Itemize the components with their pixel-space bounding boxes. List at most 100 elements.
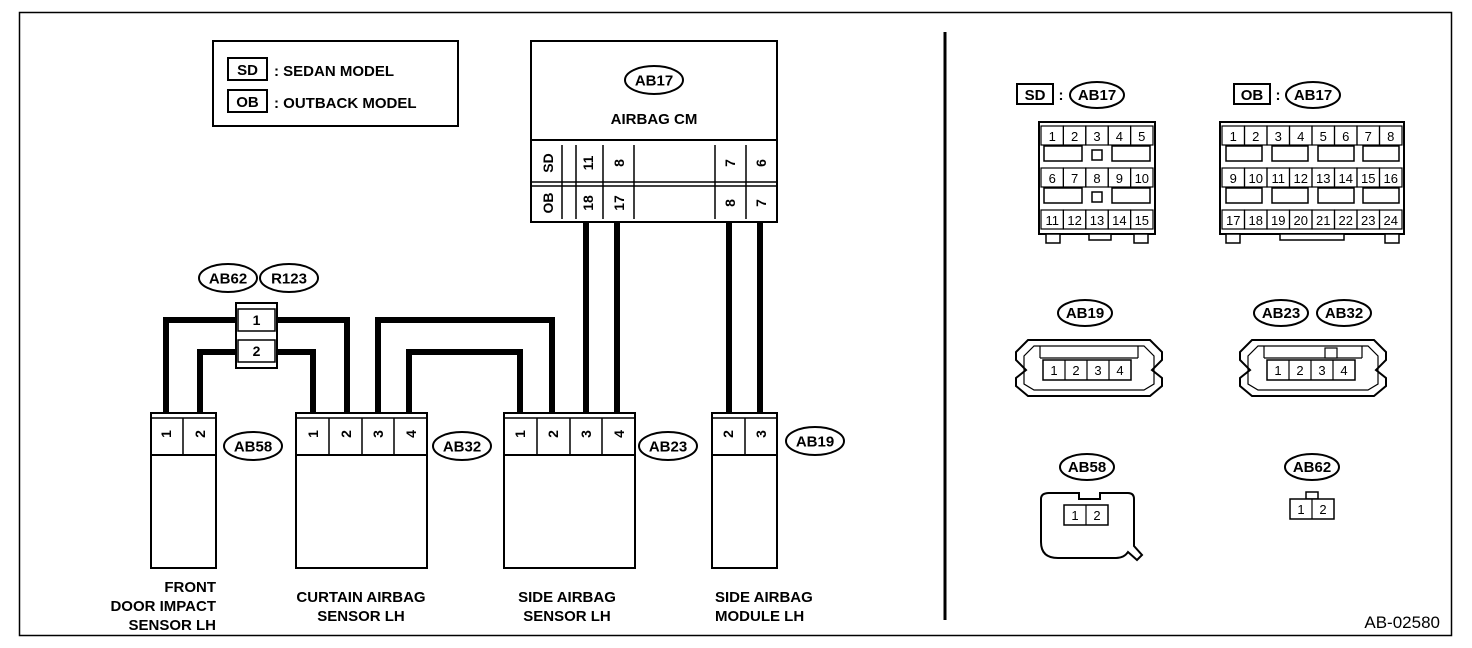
ob-ab17-pin-number: 20 xyxy=(1294,213,1308,228)
ab19-connector-view: AB19 1 2 3 4 xyxy=(1015,299,1163,397)
ob-ab17-pin-number: 14 xyxy=(1339,171,1353,186)
ab58-view-name: AB58 xyxy=(1068,459,1106,476)
ab32-label-line: CURTAIN AIRBAG xyxy=(296,589,425,606)
side-airbag-sensor: 1 2 3 4 AB23 SIDE AIRBAG SENSOR LH xyxy=(503,412,698,625)
cm-sd-pin: 8 xyxy=(611,159,627,167)
cm-sd-pin: 7 xyxy=(722,159,738,167)
ab19-view-pin: 3 xyxy=(1094,363,1101,378)
ab23-label-line: SIDE AIRBAG xyxy=(518,589,616,606)
harness-wires xyxy=(163,222,763,414)
sd-ab17-pin-cell xyxy=(1129,209,1154,230)
sd-ab17-pin-number: 10 xyxy=(1135,171,1149,186)
ob-ab17-pin-cell xyxy=(1378,209,1403,230)
ab58-connector-view: AB58 1 2 xyxy=(1040,453,1144,562)
sd-ab17-pin-number: 15 xyxy=(1135,213,1149,228)
cm-sd-pin: 6 xyxy=(753,159,769,167)
ab32-pin: 1 xyxy=(305,430,321,438)
ob-ab17-sep: : xyxy=(1276,87,1281,104)
ob-ab17-pin-number: 9 xyxy=(1230,171,1237,186)
figure-id: AB-02580 xyxy=(1364,613,1440,632)
ob-ab17-pin-number: 22 xyxy=(1339,213,1353,228)
ob-ab17-pin-number: 16 xyxy=(1384,171,1398,186)
wire-ab32-4-to-ab23-1 xyxy=(406,349,523,414)
ab58-pin: 1 xyxy=(158,430,174,438)
ab23-label-line: SENSOR LH xyxy=(523,608,611,625)
ab62-name: AB62 xyxy=(209,271,247,288)
cm-connector-name: AB17 xyxy=(635,73,673,90)
side-airbag-module: 2 3 AB19 SIDE AIRBAG MODULE LH xyxy=(711,412,845,625)
ob-ab17-pin-number: 7 xyxy=(1365,129,1372,144)
ob-ab17-pin-number: 23 xyxy=(1361,213,1375,228)
ob-ab17-pin-number: 10 xyxy=(1249,171,1263,186)
ab62-connector-view: AB62 1 2 xyxy=(1284,453,1340,520)
ab62-view-pin: 2 xyxy=(1319,502,1326,517)
legend-ob-label: : OUTBACK MODEL xyxy=(274,95,417,112)
ob-ab17-pin-number: 8 xyxy=(1387,129,1394,144)
ab23-name: AB23 xyxy=(649,439,687,456)
cm-label: AIRBAG CM xyxy=(611,111,698,128)
ob-ab17-pin-number: 6 xyxy=(1342,129,1349,144)
wire-ab62-2-to-ab32-1 xyxy=(277,349,316,414)
ab23-pin: 4 xyxy=(611,430,627,438)
ab32-pin: 4 xyxy=(403,430,419,438)
ab23-view-pin: 3 xyxy=(1318,363,1325,378)
sd-ab17-pin-number: 8 xyxy=(1093,171,1100,186)
wire-ab62-2-to-ab58-2 xyxy=(197,349,236,414)
cm-row-ob-model: OB xyxy=(540,193,556,214)
model-legend: SD : SEDAN MODEL OB : OUTBACK MODEL xyxy=(212,40,459,127)
ab32-label-line: SENSOR LH xyxy=(317,608,405,625)
legend-ob-code: OB xyxy=(236,94,259,111)
sd-ab17-pin-number: 11 xyxy=(1045,213,1059,228)
ab58-label-line: DOOR IMPACT xyxy=(110,598,216,615)
ob-ab17-pin-number: 18 xyxy=(1249,213,1263,228)
ob-ab17-pin-number: 4 xyxy=(1297,129,1304,144)
ab23-view-pin: 1 xyxy=(1274,363,1281,378)
cm-row-sd-model: SD xyxy=(540,153,556,172)
ab62-pin: 2 xyxy=(253,343,261,359)
sd-ab17-pin-number: 1 xyxy=(1049,129,1056,144)
ab19-view-pin: 4 xyxy=(1116,363,1123,378)
ab19-view-pin: 1 xyxy=(1050,363,1057,378)
ob-ab17-pin-cell xyxy=(1378,125,1403,146)
ab19-pin: 3 xyxy=(753,430,769,438)
ab58-view-pin: 2 xyxy=(1093,508,1100,523)
ab58-label-line: SENSOR LH xyxy=(128,617,216,634)
legend-sd-box xyxy=(227,57,268,81)
ab32-name: AB32 xyxy=(443,439,481,456)
legend-sd-label: : SEDAN MODEL xyxy=(274,63,394,80)
sd-ab17-pin-number: 3 xyxy=(1093,129,1100,144)
ab62-pin: 1 xyxy=(253,312,261,328)
legend-ob-box xyxy=(227,89,268,113)
front-door-impact-sensor: 1 2 AB58 FRONT DOOR IMPACT SENSOR LH xyxy=(110,412,283,634)
ab23-view-pin: 4 xyxy=(1340,363,1347,378)
ob-ab17-pin-number: 13 xyxy=(1316,171,1330,186)
ob-ab17-pin-number: 21 xyxy=(1316,213,1330,228)
curtain-airbag-sensor: 1 2 3 4 AB32 CURTAIN AIRBAG SENSOR LH xyxy=(295,412,492,625)
wire-ab62-1-to-ab58-1 xyxy=(163,317,236,414)
ab23-view-name: AB23 xyxy=(1262,305,1300,322)
ob-ab17-model: OB xyxy=(1241,87,1264,104)
sd-ab17-pin-number: 12 xyxy=(1067,213,1081,228)
wire-ab62-1-to-ab32-2 xyxy=(277,317,350,414)
ob-ab17-pin-number: 3 xyxy=(1275,129,1282,144)
ab19-pin: 2 xyxy=(720,430,736,438)
sd-ab17-name: AB17 xyxy=(1078,87,1116,104)
diagram-frame xyxy=(18,11,1453,637)
ab58-label-line: FRONT xyxy=(164,579,216,596)
ab19-name: AB19 xyxy=(796,434,834,451)
ab62-r123-connector: 1 2 AB62 R123 xyxy=(198,263,319,369)
ob-ab17-pin-number: 24 xyxy=(1384,213,1398,228)
sd-ab17-pin-number: 6 xyxy=(1049,171,1056,186)
ob-ab17-pin-number: 1 xyxy=(1230,129,1237,144)
ob-ab17-pin-number: 17 xyxy=(1226,213,1240,228)
cm-ob-pin: 18 xyxy=(580,195,596,211)
ab58-pin: 2 xyxy=(192,430,208,438)
ab19-label-line: SIDE AIRBAG xyxy=(715,589,813,606)
cm-ob-pin: 17 xyxy=(611,195,627,211)
ob-ab17-pin-number: 5 xyxy=(1320,129,1327,144)
sd-ab17-pin-number: 7 xyxy=(1071,171,1078,186)
ob-ab17-name: AB17 xyxy=(1294,87,1332,104)
